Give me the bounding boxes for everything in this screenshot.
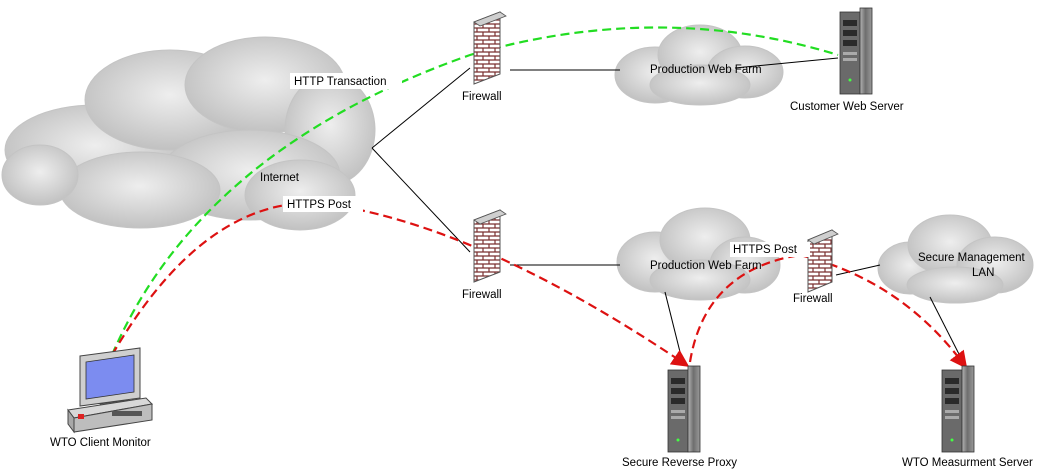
http-transaction-label: HTTP Transaction (294, 76, 386, 88)
prod-farm-bottom-label: Production Web Farm (650, 260, 762, 272)
network-links (371, 57, 963, 361)
firewall-top-icon (473, 11, 507, 85)
prod-farm-top-label: Production Web Farm (650, 64, 762, 76)
wto-measurement-server-icon (941, 365, 975, 453)
customer-web-server-icon (839, 7, 873, 95)
firewall-right-label: Firewall (793, 293, 833, 305)
internet-label: Internet (260, 172, 300, 184)
https-post-client-flow (111, 201, 690, 367)
secure-mgmt-label-line1: Secure Management (918, 252, 1026, 264)
secure-reverse-proxy-label: Secure Reverse Proxy (622, 457, 737, 469)
prod-farm-bottom-cloud (616, 207, 781, 301)
customer-web-server-label: Customer Web Server (790, 101, 904, 113)
secure-mgmt-cloud (877, 214, 1034, 304)
firewall-right-icon (807, 229, 839, 293)
http-transaction-flow (110, 26, 839, 356)
wto-client-monitor-icon (67, 347, 154, 434)
firewall-mid-label: Firewall (462, 289, 502, 301)
secure-mgmt-label-line2: LAN (972, 267, 994, 279)
wto-client-monitor-label: WTO Client Monitor (50, 437, 151, 449)
firewall-top-label: Firewall (462, 91, 502, 103)
wto-measurement-server-label: WTO Measurment Server (902, 457, 1033, 469)
https-post-proxy-label: HTTPS Post (733, 244, 798, 256)
https-post-client-label: HTTPS Post (287, 199, 352, 211)
firewall-mid-icon (473, 209, 507, 283)
secure-reverse-proxy-icon (667, 365, 701, 453)
prod-farm-top-cloud (614, 24, 784, 106)
